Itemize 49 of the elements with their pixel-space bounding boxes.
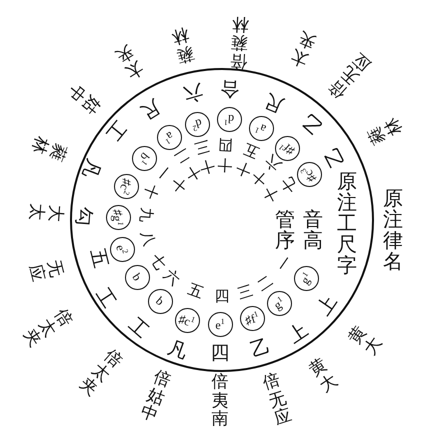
pitch-name-label: 倍夷南 xyxy=(212,373,228,430)
pitch-name-label: 蕤林 xyxy=(364,114,406,146)
notation-character: 四 xyxy=(210,344,230,362)
order-number: 四 xyxy=(214,287,230,306)
pitch-circle: b xyxy=(148,288,172,314)
pitch-name-label: 倍太夹 xyxy=(75,346,125,400)
pitch-name-label: 倍太夹 xyxy=(18,306,76,350)
order-number: 十 xyxy=(138,182,162,203)
notation-character: 凡 xyxy=(164,338,190,362)
notation-character: 乙 xyxy=(248,336,272,360)
pitch-name-label: 倍蕤林 xyxy=(229,14,249,70)
column-heading: 音高 xyxy=(303,209,323,251)
column-heading: 管序 xyxy=(275,209,295,251)
notation-character: 六 xyxy=(181,80,205,104)
pitch-name-label: 黄大 xyxy=(344,322,386,358)
notation-character: 上 xyxy=(314,292,340,318)
notation-character: 尺 xyxy=(262,90,286,114)
pitch-name-label: 大太 xyxy=(26,202,64,222)
notation-character: 乙 xyxy=(298,108,326,136)
order-number: 三 xyxy=(235,282,256,305)
pitch-name-label: 黄大 xyxy=(306,354,340,396)
notation-character: 上 xyxy=(284,320,312,346)
order-number: 九 xyxy=(135,206,156,223)
pitch-name-label: 蕤林 xyxy=(168,24,196,64)
pitch-name-label: 无应 xyxy=(24,257,66,283)
notation-character: 尺 xyxy=(136,94,164,122)
order-number: 八 xyxy=(136,228,159,248)
column-heading: 原注工尺字 xyxy=(337,170,357,276)
notation-character: 勾 xyxy=(72,206,94,226)
notation-character: 凡 xyxy=(78,156,102,180)
notation-character: 五 xyxy=(86,246,110,270)
pitch-name-label: 倍无应 xyxy=(324,48,376,102)
order-number: 五 xyxy=(185,280,206,304)
order-number: 十四 xyxy=(216,134,234,174)
notation-character: 工 xyxy=(124,314,152,342)
notation-character: 工 xyxy=(92,284,118,312)
column-heading: 原注律名 xyxy=(383,188,403,272)
pitch-name-label: 蕤林 xyxy=(28,134,68,163)
pitch-circle: e$^{1}$ xyxy=(208,312,232,336)
pitch-circle: ♯c$^{1}$ xyxy=(174,308,200,332)
pitch-name-label: 姑中 xyxy=(63,80,103,117)
notation-character: 乙 xyxy=(321,143,347,169)
pitch-name-label: 太夹 xyxy=(288,28,318,69)
notation-character: 工 xyxy=(102,116,128,144)
pitch-circle: b xyxy=(124,264,150,290)
pitch-name-label: 倍无应 xyxy=(260,370,294,430)
pitch-name-label: 太夹 xyxy=(112,40,146,82)
notation-character: 合 xyxy=(219,78,239,98)
pitch-name-label: 倍姑中 xyxy=(137,368,173,426)
